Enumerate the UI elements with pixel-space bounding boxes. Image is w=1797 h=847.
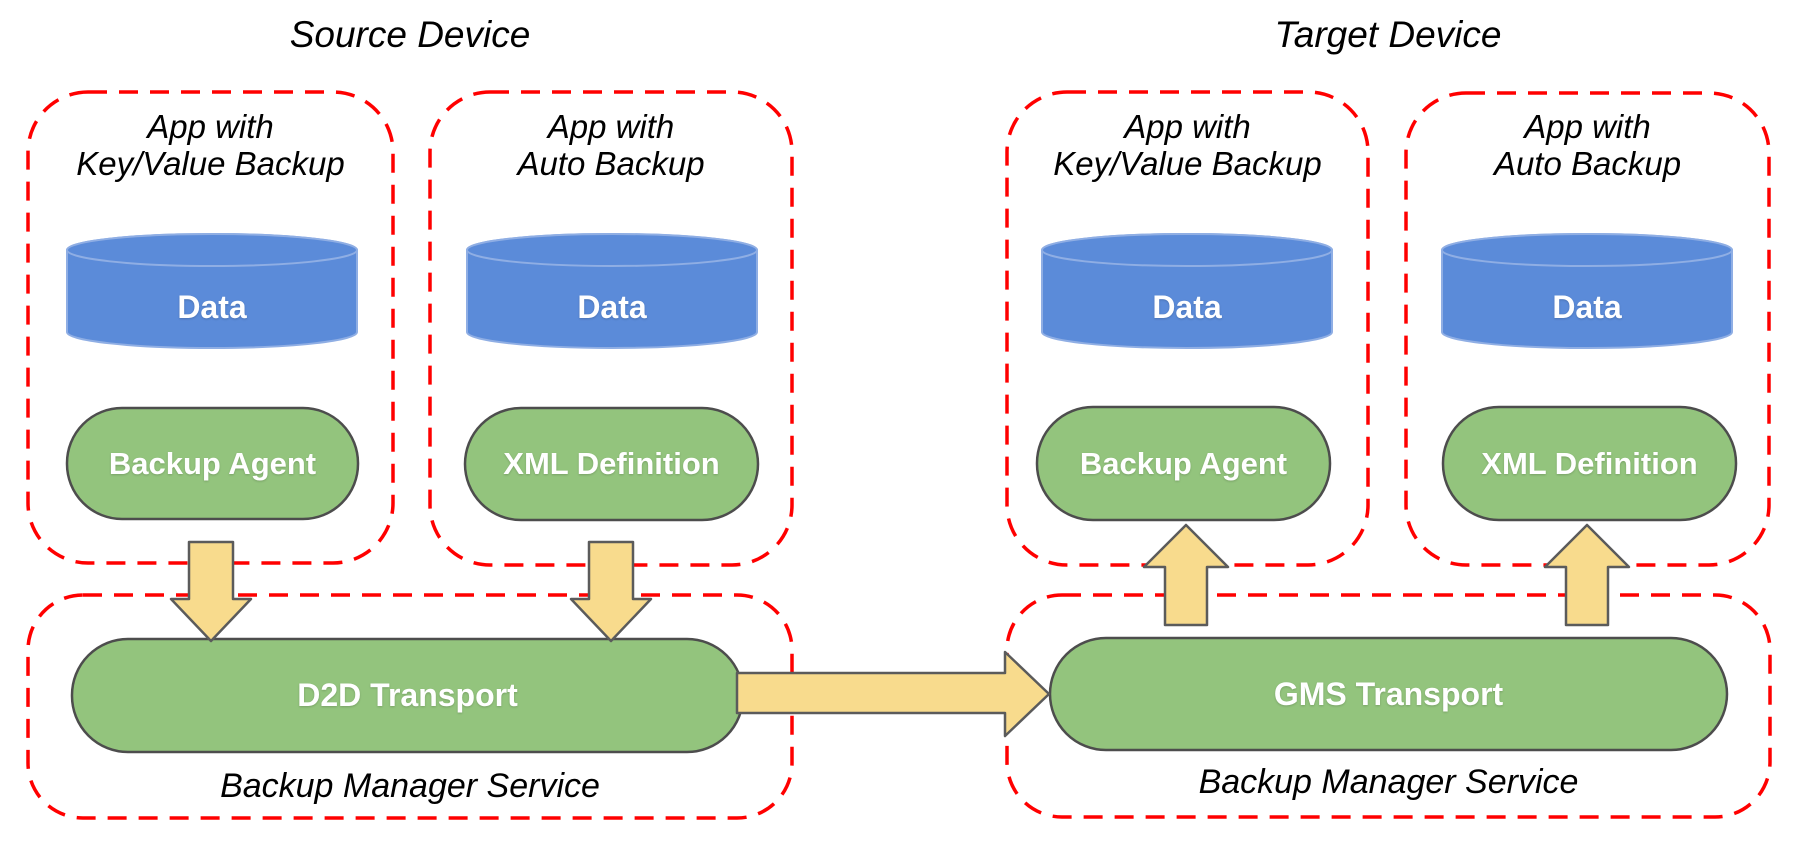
source-keyvalue-data-label: Data — [177, 289, 247, 325]
down-arrow-backup-agent-to-d2d-icon — [169, 540, 253, 643]
target-device-title: Target Device — [1274, 14, 1502, 55]
source-xml-definition-pill — [463, 406, 760, 522]
app-title-line1: App with — [1124, 108, 1251, 145]
target-backup-manager-service-box — [1005, 593, 1772, 819]
source-auto-data-cylinder-icon — [466, 233, 758, 349]
down-arrow-xml-definition-to-d2d-icon — [569, 540, 653, 643]
source-device-title: Source Device — [289, 14, 531, 55]
source-keyvalue-data-cylinder-icon — [66, 233, 358, 349]
target-keyvalue-data-cylinder-icon — [1041, 233, 1333, 349]
target-backup-agent-pill — [1035, 405, 1332, 522]
target-auto-data-cylinder-icon — [1441, 233, 1733, 349]
app-title-line2: Auto Backup — [1493, 145, 1682, 182]
source-backup-manager-service-label: Backup Manager Service — [220, 767, 600, 805]
d2d-transport-label: D2D Transport — [297, 677, 518, 713]
app-title-line2: Auto Backup — [517, 145, 705, 182]
app-title-line2: Key/Value Backup — [1053, 145, 1322, 182]
target-auto-app-title: App with Auto Backup — [1406, 108, 1769, 182]
source-keyvalue-app-title: App with Key/Value Backup — [28, 108, 393, 182]
target-keyvalue-data-label: Data — [1152, 289, 1222, 325]
target-xml-definition-label: XML Definition — [1481, 445, 1698, 481]
source-backup-manager-service-box — [26, 593, 794, 820]
source-xml-definition-label: XML Definition — [503, 446, 720, 481]
target-auto-data-label: Data — [1552, 289, 1622, 325]
up-arrow-gms-to-xml-definition-icon — [1543, 523, 1631, 627]
app-title-line1: App with — [147, 108, 274, 145]
source-auto-data-label: Data — [577, 289, 647, 325]
source-auto-app-title: App with Auto Backup — [430, 108, 792, 182]
app-title-line1: App with — [547, 108, 675, 145]
source-backup-agent-label: Backup Agent — [108, 445, 317, 481]
app-title-line2: Key/Value Backup — [76, 145, 345, 182]
target-xml-definition-pill — [1441, 405, 1738, 522]
app-title-line1: App with — [1524, 108, 1651, 145]
up-arrow-gms-to-backup-agent-icon — [1142, 523, 1230, 627]
right-arrow-d2d-to-gms-icon — [735, 650, 1051, 738]
target-backup-agent-label: Backup Agent — [1079, 445, 1288, 481]
source-backup-agent-pill — [65, 406, 360, 521]
target-backup-manager-service-label: Backup Manager Service — [1198, 763, 1579, 801]
target-keyvalue-app-title: App with Key/Value Backup — [1007, 108, 1368, 182]
gms-transport-label: GMS Transport — [1273, 675, 1504, 712]
